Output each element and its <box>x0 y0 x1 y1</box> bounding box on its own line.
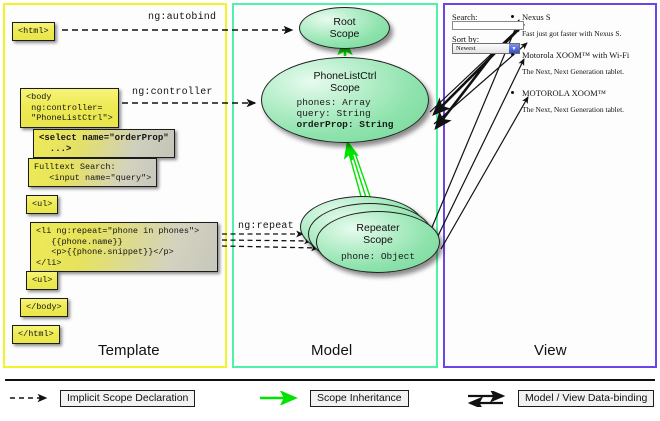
connector-label-ngrepeat: ng:repeat <box>238 221 294 232</box>
phone-snippet: The Next, Next Generation tablet. <box>522 105 625 114</box>
scope-phonelistctrl: PhoneListCtrl Scope phones: Array query:… <box>261 57 429 143</box>
scope-repeater: Repeater Scope phone: Object <box>316 211 440 273</box>
list-item[interactable]: MOTOROLA XOOM™ The Next, Next Generation… <box>511 88 625 114</box>
scope-root-title-line1: Root <box>333 16 356 28</box>
scope-repeater-title: Repeater Scope <box>356 222 399 246</box>
connector-label-autobind: ng:autobind <box>148 12 217 23</box>
legend-label-model-view-data-binding: Model / View Data-binding <box>518 389 655 407</box>
legend-label-scope-inheritance: Scope Inheritance <box>310 389 409 407</box>
scope-repeater-title-line2: Scope <box>363 234 393 246</box>
bullet-icon <box>511 15 514 18</box>
search-input[interactable] <box>452 21 524 30</box>
phone-name: Motorola XOOM™ with Wi-Fi <box>522 50 630 60</box>
scope-repeater-title-line1: Repeater <box>356 222 400 234</box>
sort-by-select[interactable]: Newest ▼ <box>452 43 520 54</box>
legend-label-implicit-scope-declaration: Implicit Scope Declaration <box>60 389 196 407</box>
legend-divider <box>5 379 655 381</box>
phone-snippet: The Next, Next Generation tablet. <box>522 67 625 76</box>
scope-phonelistctrl-title-line2: Scope <box>330 82 360 94</box>
code-box-html-open: <html> <box>12 22 55 41</box>
legend-item-scope-inheritance: Scope Inheritance <box>258 389 409 407</box>
phone-name: MOTOROLA XOOM™ <box>522 88 606 98</box>
code-box-html-close: </html> <box>12 325 60 344</box>
scope-repeater-props: phone: Object <box>341 251 415 262</box>
green-arrow-icon <box>258 390 304 406</box>
view-content: Search: Sort by: Newest ▼ Nexus S Fast j… <box>452 12 652 137</box>
code-box-body-close: </body> <box>20 298 68 317</box>
scope-phonelistctrl-title-line1: PhoneListCtrl <box>313 70 377 82</box>
code-box-li-ngrepeat: <li ng:repeat="phone in phones"> {{phone… <box>30 222 218 272</box>
sort-by-selected-value: Newest <box>456 45 476 52</box>
code-box-ul-close: <ul> <box>26 271 59 290</box>
scope-prop-phones: phones: Array <box>296 97 371 108</box>
legend-item-model-view-data-binding: Model / View Data-binding <box>466 389 655 410</box>
legend-item-implicit-scope-declaration: Implicit Scope Declaration <box>8 389 196 407</box>
chevron-down-icon: ▼ <box>509 44 519 53</box>
scope-phonelistctrl-props: phones: Array query: String orderProp: S… <box>297 97 394 130</box>
phone-snippet: Fast just got faster with Nexus S. <box>522 29 622 38</box>
connector-label-controller: ng:controller <box>132 87 213 98</box>
scope-phonelistctrl-title: PhoneListCtrl Scope <box>313 70 376 94</box>
scope-root-title-line2: Scope <box>329 28 360 40</box>
column-label-view: View <box>534 342 567 359</box>
scope-prop-query: query: String <box>296 108 371 119</box>
code-box-select-orderprop: <select name="orderProp" ...> <box>33 129 175 158</box>
code-box-fulltext-search: Fulltext Search: <input name="query"> <box>28 158 158 187</box>
bullet-icon <box>511 53 514 56</box>
code-box-ul-open: <ul> <box>26 195 59 214</box>
phone-name: Nexus S <box>522 12 551 22</box>
scope-prop-orderprop: orderProp: String <box>296 119 394 130</box>
column-label-template: Template <box>98 342 160 359</box>
scope-root: Root Scope <box>299 7 390 49</box>
list-item[interactable]: Motorola XOOM™ with Wi-Fi The Next, Next… <box>511 50 630 76</box>
code-box-body-open: <body ng:controller= "PhoneListCtrl"> <box>20 88 119 128</box>
search-label: Search: <box>452 12 478 22</box>
bullet-icon <box>511 91 514 94</box>
double-arrow-icon <box>466 389 512 410</box>
sort-by-label: Sort by: <box>452 34 480 44</box>
column-label-model: Model <box>311 342 353 359</box>
list-item[interactable]: Nexus S Fast just got faster with Nexus … <box>511 12 622 38</box>
scope-prop-phone: phone: Object <box>340 251 416 262</box>
dashed-arrow-icon <box>8 391 54 405</box>
scope-root-title: Root Scope <box>330 16 360 40</box>
